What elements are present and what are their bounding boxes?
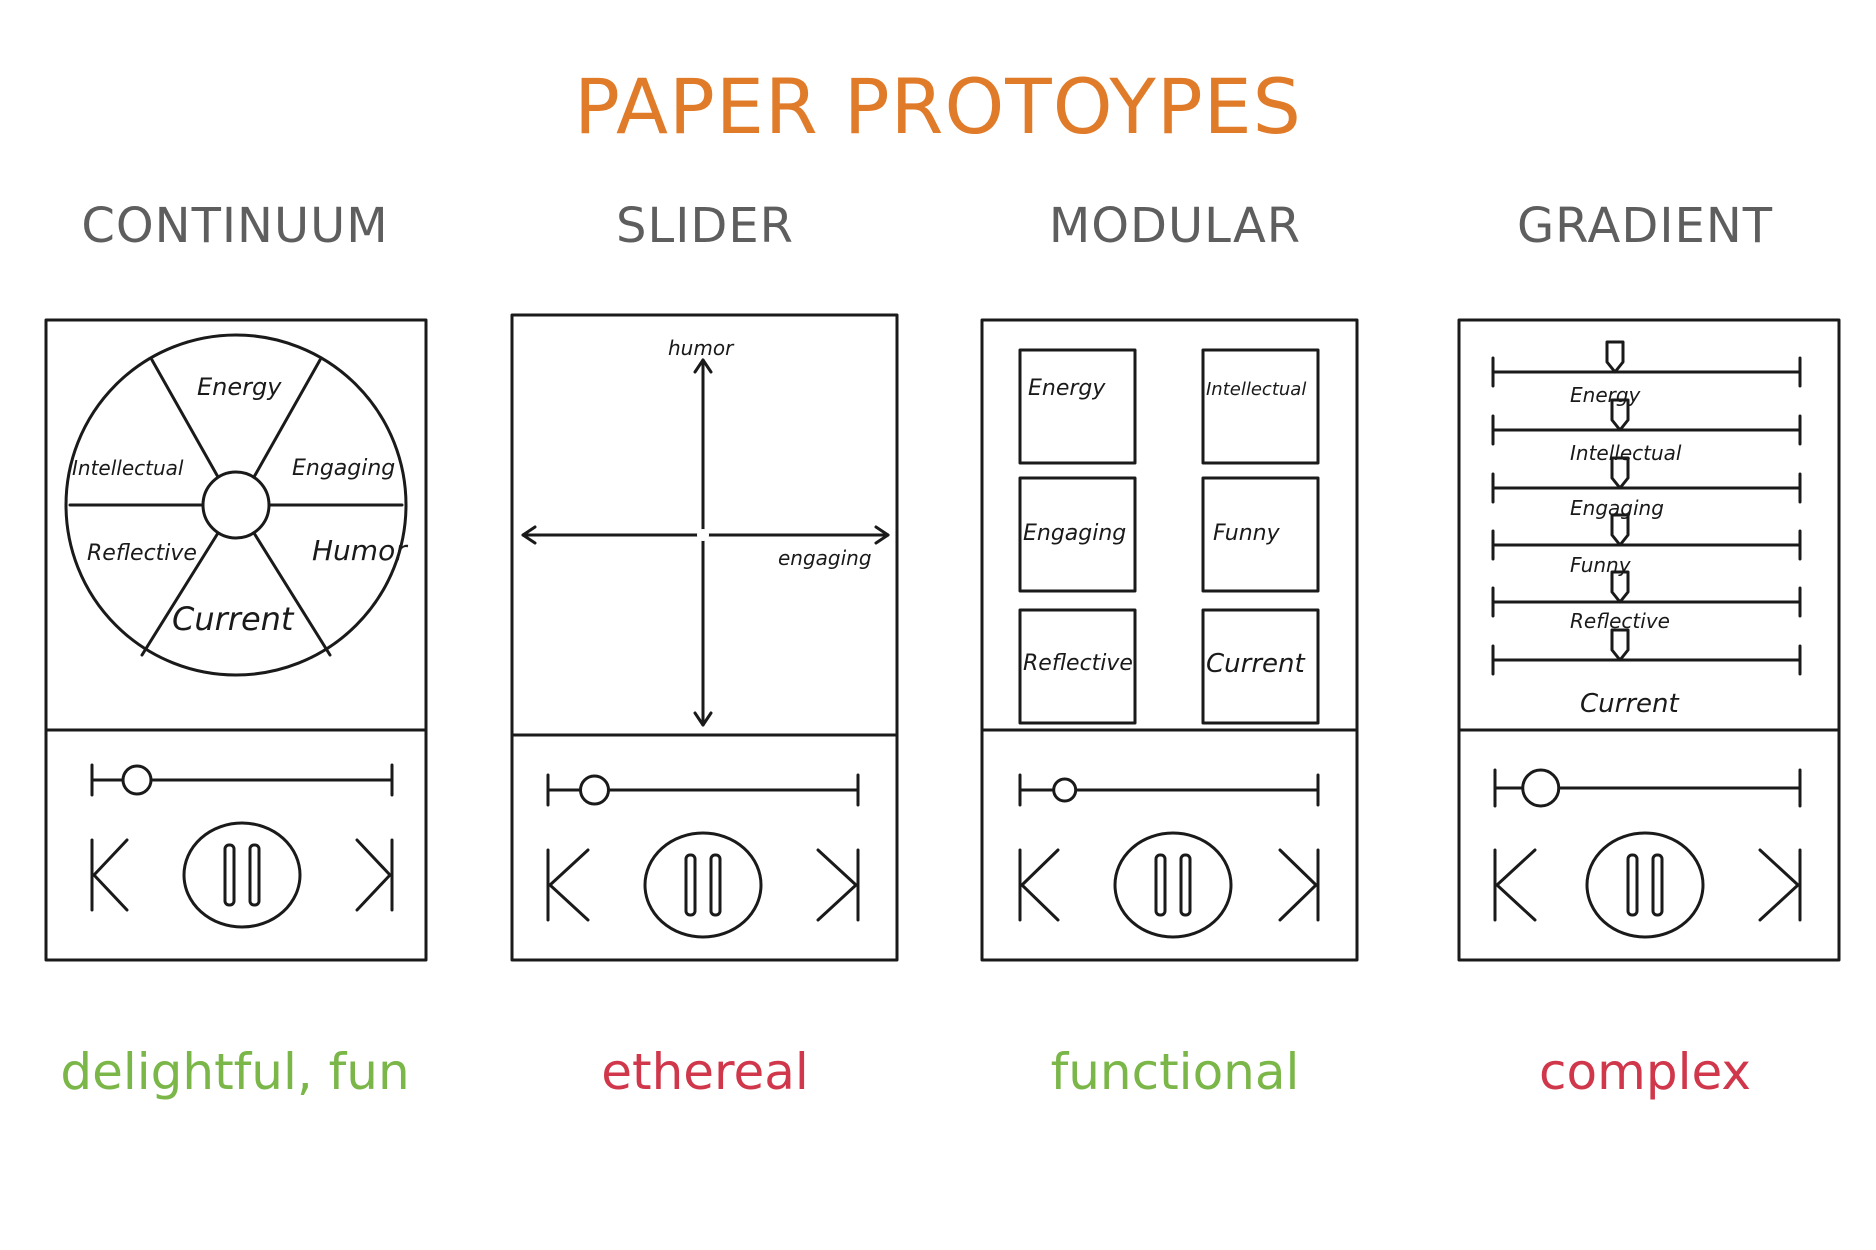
module-tile[interactable]: Funny — [1201, 476, 1320, 593]
player-controls — [1018, 773, 1320, 939]
caption-modular: functional — [1050, 1043, 1300, 1101]
gradient-slider-row[interactable]: Energy — [1491, 340, 1802, 407]
gradient-slider-row[interactable]: Intellectual — [1491, 398, 1802, 465]
mood-point[interactable] — [697, 529, 709, 541]
skip-forward-icon[interactable] — [1278, 848, 1320, 922]
gradient-thumb[interactable] — [1610, 570, 1630, 604]
module-label: Funny — [1213, 521, 1281, 546]
gradient-label: Current — [1580, 689, 1679, 719]
category-wheel[interactable] — [64, 333, 408, 677]
gradient-slider-row[interactable]: Reflective — [1491, 570, 1802, 633]
skip-back-icon[interactable] — [90, 838, 129, 912]
progress-knob[interactable] — [579, 774, 610, 806]
pause-icon — [1626, 853, 1639, 917]
module-tile[interactable]: Current — [1201, 608, 1320, 725]
pause-button[interactable] — [1585, 831, 1705, 939]
module-tile[interactable]: Energy — [1018, 348, 1137, 465]
gradient-label: Intellectual — [1570, 441, 1682, 465]
caption-gradient: complex — [1539, 1043, 1751, 1101]
module-label: Intellectual — [1206, 379, 1306, 400]
heading-continuum: CONTINUUM — [81, 198, 389, 254]
skip-back-icon[interactable] — [1018, 848, 1060, 922]
heading-gradient: GRADIENT — [1516, 198, 1774, 254]
progress-knob[interactable] — [1521, 768, 1561, 808]
gradient-wireframe: EnergyIntellectualEngagingFunnyReflectiv… — [1457, 318, 1841, 962]
caption-continuum: delightful, fun — [60, 1043, 410, 1101]
module-tile[interactable]: Intellectual — [1201, 348, 1320, 465]
gradient-thumb[interactable] — [1610, 628, 1630, 662]
module-tile[interactable]: Reflective — [1018, 608, 1137, 725]
pause-icon — [1154, 853, 1167, 917]
pause-button[interactable] — [643, 831, 763, 939]
skip-forward-icon[interactable] — [816, 848, 860, 922]
module-label: Energy — [1028, 376, 1106, 401]
heading-slider: SLIDER — [615, 198, 794, 254]
gradient-label: Energy — [1570, 383, 1642, 407]
pause-icon — [684, 853, 697, 917]
skip-forward-icon[interactable] — [1758, 848, 1802, 922]
wheel-center[interactable] — [201, 470, 271, 540]
player-controls — [1493, 768, 1802, 939]
sketch-continuum: Energy Intellectual Engaging Reflective … — [42, 310, 442, 970]
wheel-label-humor: Humor — [312, 534, 408, 567]
wheel-label-reflective: Reflective — [87, 541, 197, 566]
axis-label-engaging: engaging — [778, 546, 872, 570]
module-tile[interactable]: Engaging — [1018, 476, 1137, 593]
pause-button[interactable] — [182, 821, 302, 929]
module-label: Current — [1206, 649, 1305, 679]
wheel-label-energy: Energy — [197, 373, 282, 401]
gradient-slider-row[interactable]: Engaging — [1491, 456, 1802, 520]
wheel-label-current: Current — [172, 600, 295, 638]
skip-back-icon[interactable] — [546, 848, 590, 922]
pause-button[interactable] — [1113, 831, 1233, 939]
skip-back-icon[interactable] — [1493, 848, 1537, 922]
page-title: PAPER PROTOYPES — [574, 62, 1302, 151]
wheel-label-intellectual: Intellectual — [72, 456, 184, 480]
gradient-slider-row[interactable]: Funny — [1491, 513, 1802, 577]
slider-wireframe: humor engaging — [510, 313, 899, 962]
module-label: Engaging — [1023, 521, 1126, 546]
sketch-modular: Energy Intellectual Engaging Funny Refle… — [978, 310, 1378, 970]
progress-knob[interactable] — [1052, 777, 1078, 803]
player-controls — [90, 763, 394, 929]
modular-wireframe: Energy Intellectual Engaging Funny Refle… — [980, 318, 1359, 962]
axis-label-humor: humor — [668, 336, 735, 360]
skip-forward-icon[interactable] — [355, 838, 394, 912]
gradient-slider-row[interactable]: Current — [1491, 628, 1802, 719]
continuum-wireframe: Energy Intellectual Engaging Reflective … — [44, 318, 428, 962]
sketch-slider: humor engaging — [508, 310, 908, 970]
caption-slider: ethereal — [601, 1043, 809, 1101]
module-label: Reflective — [1023, 651, 1133, 676]
gradient-thumb[interactable] — [1610, 456, 1630, 490]
player-controls — [546, 773, 860, 939]
pause-icon — [223, 843, 236, 907]
progress-knob[interactable] — [121, 764, 153, 796]
heading-modular: MODULAR — [1048, 198, 1302, 254]
wheel-label-engaging: Engaging — [292, 456, 395, 481]
gradient-thumb[interactable] — [1610, 398, 1630, 432]
gradient-thumb[interactable] — [1605, 340, 1625, 374]
gradient-thumb[interactable] — [1610, 513, 1630, 547]
